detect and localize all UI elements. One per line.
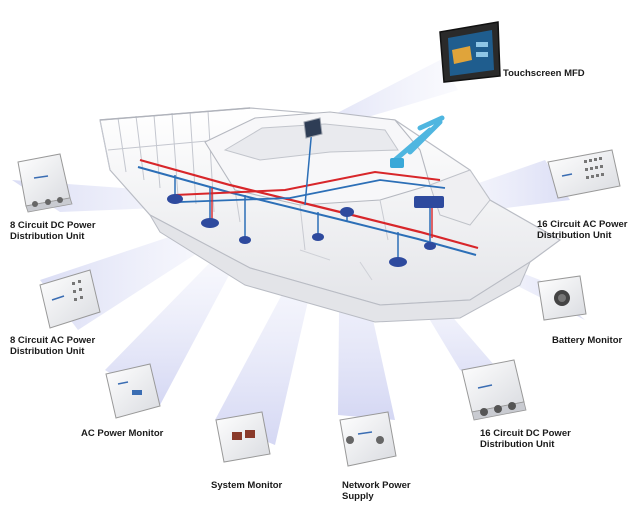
label-line: 16 Circuit DC Power [480, 428, 571, 439]
antenna-icon [390, 115, 445, 168]
label-line: Distribution Unit [10, 346, 85, 357]
label-16-circuit-dc: 16 Circuit DC Power Distribution Unit [480, 428, 571, 450]
label-8-circuit-dc: 8 Circuit DC Power Distribution Unit [10, 220, 96, 242]
label-16-circuit-ac: 16 Circuit AC Power Distribution Unit [537, 219, 627, 241]
label-line: Distribution Unit [537, 230, 612, 241]
ac-power-monitor-icon [105, 363, 161, 419]
label-ac-power-monitor: AC Power Monitor [81, 428, 164, 439]
label-line: Network Power [342, 480, 411, 491]
label-8-circuit-ac: 8 Circuit AC Power Distribution Unit [10, 335, 95, 357]
label-network-power-supply: Network Power Supply [342, 480, 411, 502]
dc16-unit-icon [461, 359, 527, 421]
label-touchscreen-mfd: Touchscreen MFD [503, 68, 585, 79]
label-battery-monitor: Battery Monitor [552, 335, 623, 346]
battery-monitor-icon [537, 275, 587, 321]
system-monitor-icon [215, 411, 271, 463]
label-line: Distribution Unit [10, 231, 85, 242]
label-line: 8 Circuit AC Power [10, 335, 96, 346]
label-system-monitor: System Monitor [211, 480, 283, 491]
wiring [137, 127, 479, 260]
boat-hull [99, 107, 562, 323]
label-line: Supply [342, 491, 374, 502]
touchscreen-mfd-icon [439, 21, 501, 83]
network-power-supply-icon [339, 411, 397, 467]
network-nodes [167, 117, 444, 267]
label-line: 8 Circuit DC Power [10, 220, 96, 231]
label-line: 16 Circuit AC Power [537, 219, 628, 230]
label-line: Distribution Unit [480, 439, 555, 450]
ac16-unit-icon [547, 149, 621, 199]
ac8-unit-icon [39, 269, 101, 329]
dc8-unit-icon [17, 153, 73, 213]
